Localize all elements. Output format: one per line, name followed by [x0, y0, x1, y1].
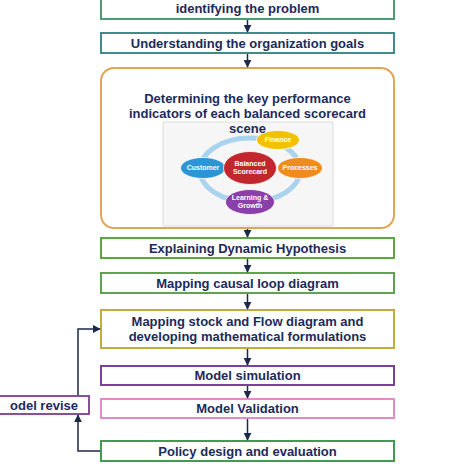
scorecard-picture-frame [163, 122, 333, 226]
process-box: identifying the problem [100, 0, 395, 20]
process-box: Explaining Dynamic Hypothesis [100, 237, 395, 259]
flow-arrow [247, 229, 249, 237]
flow-arrow [247, 349, 249, 365]
process-box: Model Validation [100, 398, 395, 419]
circle-label: Processes [282, 164, 317, 172]
box-label: Explaining Dynamic Hypothesis [149, 241, 346, 256]
scorecard-circle: Customer [180, 157, 226, 179]
circle-outline [226, 190, 275, 215]
flow-arrow [78, 329, 100, 395]
box-label: odel revise [10, 398, 78, 413]
circle-label: Finance [265, 136, 291, 144]
process-box: Mapping causal loop diagram [100, 272, 395, 294]
process-box: Model simulation [100, 365, 395, 386]
flow-arrow [247, 259, 249, 272]
circle-label: Customer [187, 164, 220, 172]
flow-arrow [247, 386, 249, 398]
flow-arrow [247, 20, 249, 32]
circle-outline [278, 158, 323, 179]
process-box: Policy design and evaluation [100, 440, 395, 462]
circle-outline [257, 131, 300, 150]
box-label: Model simulation [194, 368, 300, 383]
scorecard-circle: Learning & Growth [225, 189, 275, 215]
flow-arrow [247, 294, 249, 309]
circle-outline [224, 152, 277, 185]
flow-arrow [78, 415, 100, 451]
process-box: Mapping stock and Flow diagram and devel… [100, 309, 395, 349]
circle-outline [181, 158, 226, 179]
box-label: Determining the key performance indicato… [108, 91, 387, 136]
stage-box: Determining the key performance indicato… [100, 67, 395, 229]
box-label: Policy design and evaluation [158, 444, 336, 459]
box-label: Mapping stock and Flow diagram and devel… [108, 314, 387, 344]
box-label: Model Validation [196, 401, 299, 416]
box-label: Understanding the organization goals [131, 36, 364, 51]
connector-group [78, 20, 248, 451]
revise-box: odel revise [0, 395, 90, 415]
flow-arrow [247, 419, 249, 440]
circle-label: Learning & Growth [228, 194, 272, 210]
circle-label: Balanced Scorecard [226, 160, 274, 176]
box-label: Mapping causal loop diagram [156, 276, 339, 291]
scorecard-circle: Processes [277, 157, 323, 179]
box-label: identifying the problem [176, 1, 320, 16]
scorecard-circle: Balanced Scorecard [223, 151, 277, 185]
process-box: Understanding the organization goals [100, 32, 395, 54]
flow-arrow [247, 54, 249, 67]
